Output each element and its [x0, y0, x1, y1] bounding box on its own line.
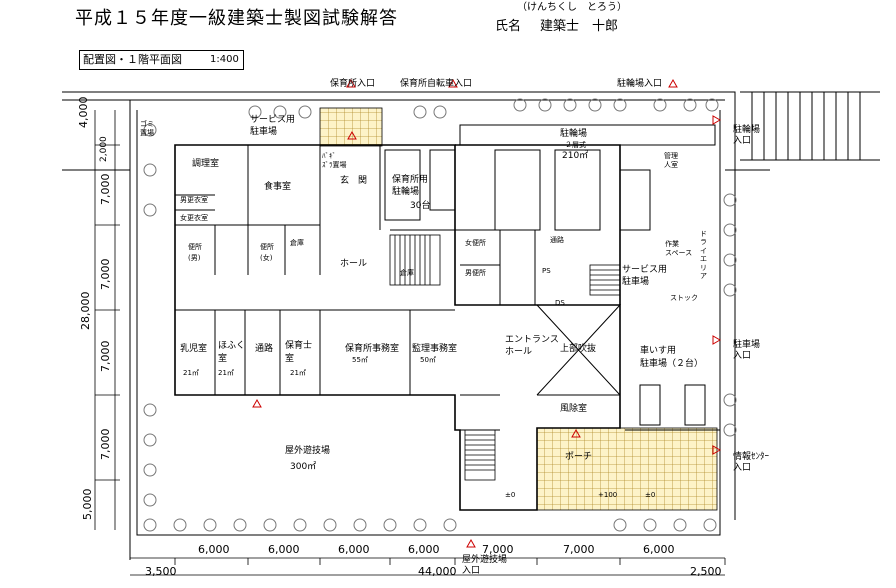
info-center-entry-label: 情報ｾﾝﾀｰ 入口 [733, 452, 770, 473]
room-male-changing: 男更衣室 [180, 196, 208, 204]
room-hall: ホール [340, 259, 368, 269]
dim-h-1: 6,000 [198, 543, 230, 556]
dim-h-3: 6,000 [338, 543, 370, 556]
room-ds: DS [555, 299, 565, 307]
dim-h-total: 44,000 [418, 565, 457, 578]
dim-h-5: 7,000 [482, 543, 514, 556]
crosswalk [740, 91, 880, 161]
wheelchair-stalls [625, 384, 720, 431]
room-infant-area: 21㎡ [183, 369, 199, 377]
room-bicycle-parking-level: ２層式 [565, 141, 586, 149]
room-childcare-staff-area: 21㎡ [290, 369, 306, 377]
bicycle-entry-right-label: 駐輪場 入口 [733, 125, 761, 146]
room-stock: ストック [670, 294, 698, 302]
room-bicycle-parking-area: 210㎡ [562, 151, 589, 161]
room-bicycle-parking: 駐輪場 [560, 129, 588, 139]
room-toilet-w2: 女便所 [465, 239, 486, 247]
dim-v-total: 28,000 [79, 291, 92, 331]
scale-label: 1:400 [210, 54, 239, 65]
name-furigana: （けんちくし とろう） [517, 2, 627, 13]
room-service-parking-top: サービス用 駐車場 [250, 115, 296, 137]
dim-v-5: 7,000 [99, 428, 112, 461]
dim-h-4: 6,000 [408, 543, 440, 556]
room-nursery-bike-count: 30台 [410, 201, 431, 211]
room-office-area: 55㎡ [352, 356, 368, 364]
sheet-label-box [79, 50, 244, 70]
room-supervisor: 監理事務室 [412, 344, 458, 354]
dim-h-2: 6,000 [268, 543, 300, 556]
nursery-entry-label: 保育所入口 [330, 79, 376, 89]
room-service-parking-right: サービス用 駐車場 [622, 265, 668, 287]
dim-v-2: 7,000 [99, 173, 112, 206]
dim-v-1: 4,000 [77, 96, 90, 129]
room-nursing-area: 21㎡ [218, 369, 234, 377]
dim-v-4: 7,000 [99, 340, 112, 373]
room-outdoor-area: 300㎡ [290, 462, 317, 472]
name-value: 建築士 十郎 [540, 19, 619, 34]
dim-v-6: 5,000 [81, 488, 94, 521]
dim-v-3: 7,000 [99, 258, 112, 291]
nursery-bike-entry-label: 保育所自転車入口 [400, 79, 473, 89]
bicycle-parking-entry-label: 駐輪場入口 [617, 79, 663, 89]
room-work-space: 作業 スペース [665, 240, 693, 258]
room-kitchen: 調理室 [192, 159, 220, 169]
room-windbreak: 風除室 [560, 404, 588, 414]
level-pm0-b: ±0 [645, 491, 656, 499]
room-entrance: 玄 関 [340, 176, 368, 186]
room-storage: 倉庫 [290, 239, 304, 247]
room-shoe-rack: ﾊﾞｷﾞ ｽﾞﾗ置場 [322, 152, 347, 170]
room-infant: 乳児室 [180, 344, 208, 354]
paved-areas [319, 107, 718, 511]
void-symbol [536, 304, 621, 396]
dim-h-right: 2,500 [690, 565, 722, 578]
room-toilet-f: 便所 (女) [260, 243, 274, 262]
dim-h-left: 3,500 [145, 565, 177, 578]
room-supervisor-area: 50㎡ [420, 356, 436, 364]
outdoor-play-entry-label: 屋外遊技場 入口 [462, 555, 508, 576]
dim-h-6: 7,000 [563, 543, 595, 556]
room-void: 上部吹抜 [560, 344, 597, 354]
room-office: 保育所事務室 [345, 344, 400, 354]
dim-h-7: 6,000 [643, 543, 675, 556]
room-trash: ゴミ 置場 [140, 120, 154, 138]
level-p100: +100 [598, 491, 618, 499]
trees [143, 98, 737, 532]
room-management: 管理 人室 [664, 152, 678, 170]
room-female-changing: 女更衣室 [180, 214, 208, 222]
room-nursery-bike: 保育所用 駐輪場 [392, 175, 429, 197]
dimension-lines [94, 110, 726, 576]
room-porch: ポーチ [565, 452, 593, 462]
stairs [389, 234, 621, 481]
dim-v-small: 2,000 [99, 136, 109, 162]
room-childcare-staff: 保育士 室 [285, 341, 313, 364]
room-store: 倉庫 [400, 269, 414, 277]
room-nursing: ほふく 室 [218, 341, 246, 364]
entry-markers [252, 78, 722, 548]
room-dining: 食事室 [264, 182, 292, 192]
drawing-title: 平成１５年度一級建築士製図試験解答 [75, 8, 398, 29]
room-ps: PS [542, 267, 551, 275]
level-pm0: ±0 [505, 491, 516, 499]
site-boundary [62, 91, 770, 560]
room-wheelchair-parking: 車いす用 駐車場（２台） [640, 346, 704, 369]
room-outdoor-play: 屋外遊技場 [285, 446, 331, 456]
interior-walls [175, 145, 620, 431]
bike-parking-stalls [384, 124, 716, 231]
room-toilet-m: 便所 (男) [188, 243, 202, 262]
room-toilet-m2: 男便所 [465, 269, 486, 277]
room-corridor: 通路 [255, 344, 274, 354]
sheet-label: 配置図・１階平面図 [83, 53, 182, 66]
room-passage: 通路 [550, 236, 564, 244]
parking-entry-right-label: 駐車場 入口 [733, 340, 761, 361]
room-entrance-hall: エントランス ホール [505, 335, 559, 357]
name-label: 氏名 [495, 19, 522, 34]
room-dry-area: ドライエリア [700, 230, 707, 280]
